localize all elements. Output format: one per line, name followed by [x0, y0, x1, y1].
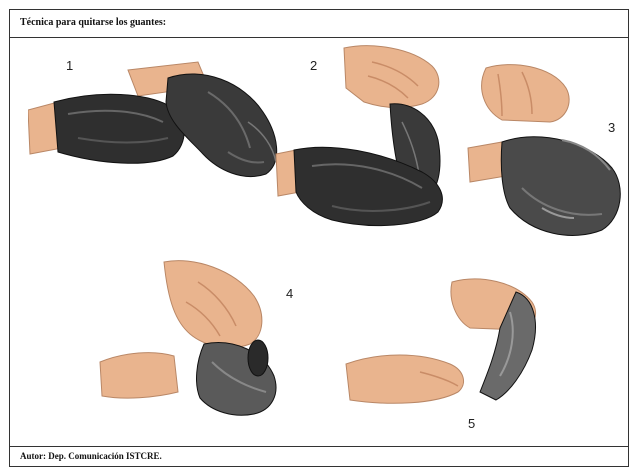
- title-bar: Técnica para quitarse los guantes:: [10, 10, 628, 38]
- step-3-hands-image: [462, 58, 630, 248]
- step-4-hands-image: [94, 252, 314, 422]
- step-2-number: 2: [310, 58, 317, 73]
- step-5-number: 5: [468, 416, 475, 431]
- step-3-number: 3: [608, 120, 615, 135]
- step-4-number: 4: [286, 286, 293, 301]
- step-4-illustration: 4: [94, 252, 314, 422]
- step-3-illustration: 3: [462, 58, 630, 248]
- document-title: Técnica para quitarse los guantes:: [20, 17, 166, 28]
- step-2-illustration: 2: [272, 42, 462, 242]
- step-1-number: 1: [66, 58, 73, 73]
- document-frame: Técnica para quitarse los guantes: 1 2: [9, 9, 629, 467]
- step-1-illustration: 1: [28, 52, 298, 192]
- step-1-hands-image: [28, 52, 298, 192]
- caption-bar: Autor: Dep. Comunicación ISTCRE.: [10, 446, 628, 466]
- step-2-hands-image: [272, 42, 462, 242]
- step-5-illustration: 5: [340, 272, 560, 442]
- author-caption: Autor: Dep. Comunicación ISTCRE.: [20, 451, 162, 461]
- step-5-hands-image: [340, 272, 560, 442]
